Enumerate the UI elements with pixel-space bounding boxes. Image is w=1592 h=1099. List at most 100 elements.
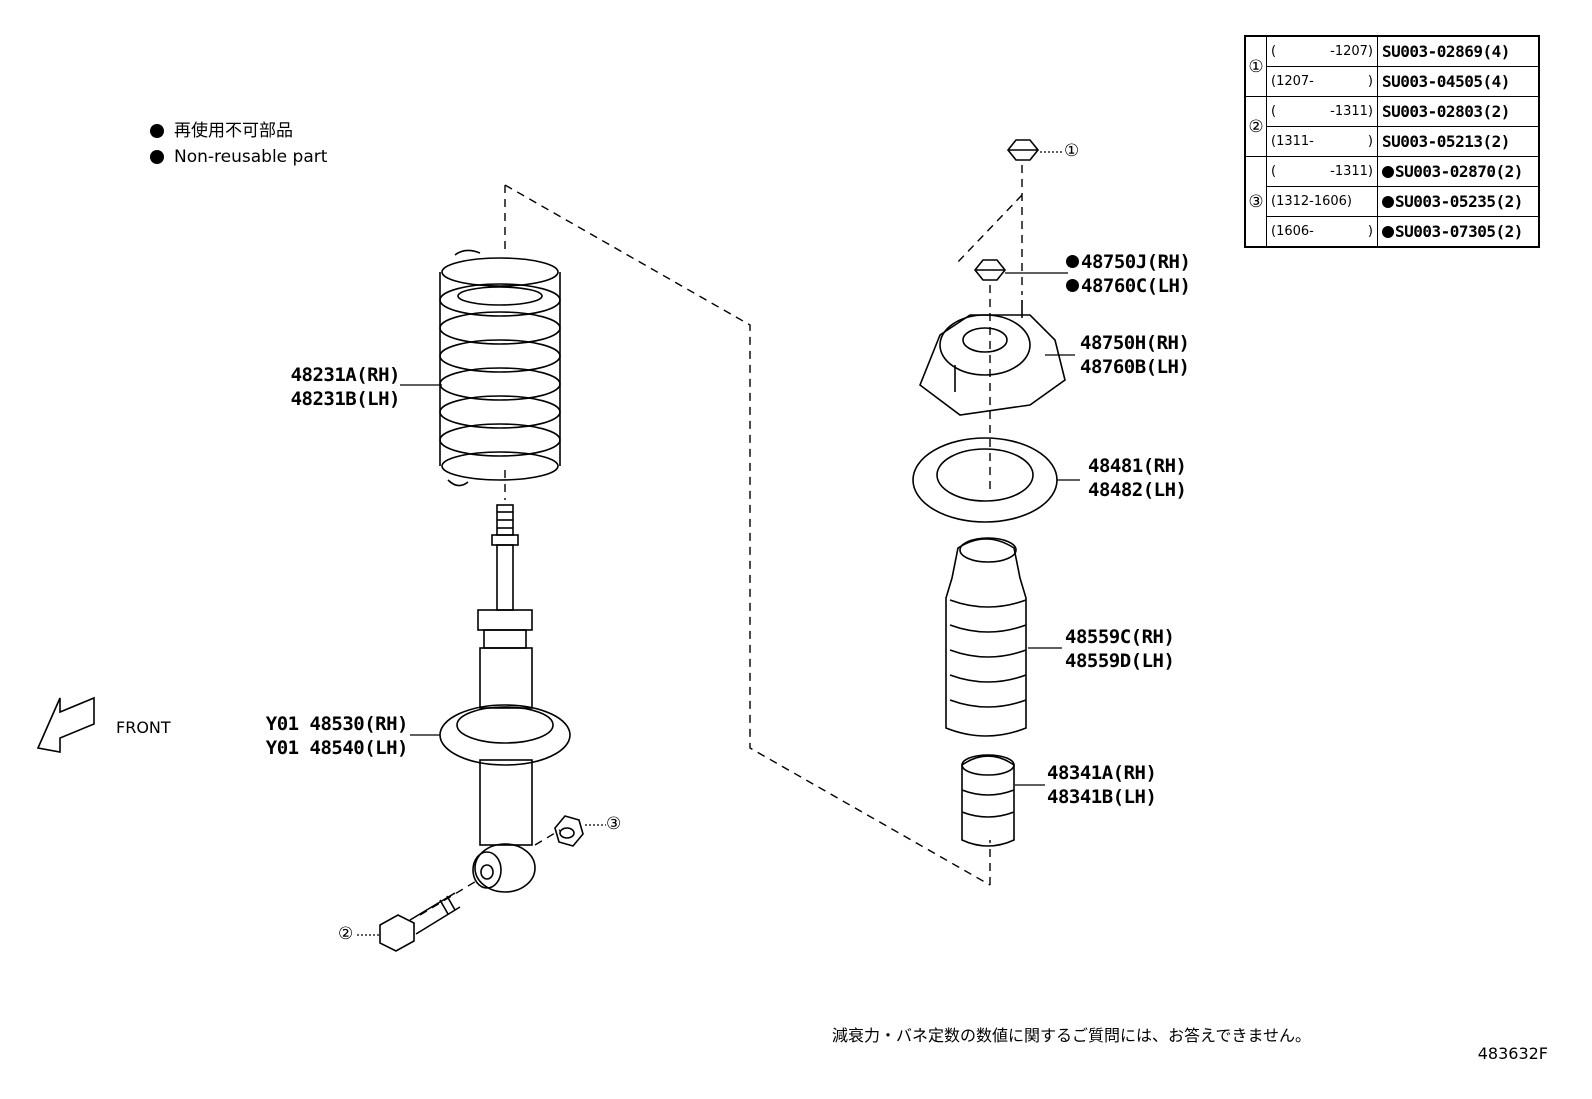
table-row: ① ( -1207) SU003-02869(4) bbox=[1244, 35, 1540, 97]
part-number: 48750H(RH) bbox=[1080, 332, 1190, 354]
part-number: SU003-02870(2) bbox=[1395, 162, 1523, 181]
front-label: FRONT bbox=[116, 718, 171, 737]
non-reusable-bullet-icon bbox=[1066, 255, 1079, 268]
range-end: -1207) bbox=[1330, 44, 1373, 59]
legend-text-en: Non-reusable part bbox=[174, 147, 328, 167]
label-shock-absorber: Y01 48530(RH) Y01 48540(LH) bbox=[252, 712, 409, 760]
table-range-cell: ( -1207) bbox=[1266, 35, 1378, 67]
table-range-cell: (-1311) bbox=[1266, 96, 1378, 127]
range-end: -1311) bbox=[1330, 164, 1373, 179]
non-reusable-bullet-icon bbox=[1066, 279, 1079, 292]
table-row: ③ ( -1311) SU003-02870(2) bbox=[1244, 156, 1540, 248]
range-inner: (1207-) bbox=[1271, 74, 1373, 89]
table-range-cell: ( -1311) bbox=[1266, 156, 1378, 187]
non-reusable-bullet-icon bbox=[1382, 166, 1394, 178]
illustration-id: 483632F bbox=[1477, 1044, 1548, 1063]
part-number: 48559C(RH) bbox=[1065, 626, 1175, 648]
range-start: ( bbox=[1271, 44, 1277, 59]
table-range-cell: (1311-) bbox=[1266, 126, 1378, 157]
label-bumper: 48559C(RH) 48559D(LH) bbox=[1065, 625, 1175, 673]
table-range-cell: (1606-) bbox=[1266, 216, 1378, 248]
range-end: -1311) bbox=[1330, 104, 1373, 119]
bolt-shape bbox=[379, 892, 461, 952]
part-number: Y01 48530(RH) bbox=[265, 713, 409, 735]
callout-2: ② bbox=[338, 924, 354, 944]
bullet-icon bbox=[150, 124, 164, 138]
note-text: 減衰力・バネ定数の数値に関するご質問には、お答えできません。 bbox=[832, 1026, 1312, 1045]
support-mount-shape bbox=[919, 300, 1066, 416]
table-range-cell: (1312-1606) bbox=[1266, 186, 1378, 217]
legend-text-ja: 再使用不可部品 bbox=[174, 121, 293, 141]
bullet-icon bbox=[150, 150, 164, 164]
table-part-cell: SU003-07305(2) bbox=[1377, 216, 1540, 248]
part-number: SU003-07305(2) bbox=[1395, 222, 1523, 241]
range-start: ( bbox=[1271, 164, 1277, 179]
table-part-cell: SU003-02870(2) bbox=[1377, 156, 1540, 187]
table-row: (1312-1606) SU003-05235(2) bbox=[1245, 186, 1540, 217]
part-number: 48231A(RH) bbox=[290, 364, 401, 386]
range-end: ) bbox=[1367, 134, 1373, 149]
top-nut-shape bbox=[1006, 139, 1040, 161]
label-coil-spring: 48231A(RH) 48231B(LH) bbox=[272, 363, 401, 411]
reference-table: ① ( -1207) SU003-02869(4) (1207-) SU003-04505… bbox=[1244, 35, 1540, 248]
nut-small-shape bbox=[554, 815, 584, 847]
table-part-cell: SU003-02869(4) bbox=[1377, 35, 1540, 67]
range-inner: (1311-) bbox=[1271, 134, 1373, 149]
bound-stopper-shape bbox=[961, 754, 1015, 847]
table-row: (1606-) SU003-07305(2) bbox=[1245, 216, 1540, 248]
table-part-cell: SU003-05213(2) bbox=[1377, 126, 1540, 157]
range-inner: ( -1311) bbox=[1271, 164, 1373, 179]
insulator-shape bbox=[912, 437, 1058, 523]
part-number: 48482(LH) bbox=[1088, 479, 1187, 501]
table-part-cell: SU003-02803(2) bbox=[1377, 96, 1540, 127]
range-start: (1207- bbox=[1271, 74, 1314, 89]
part-number: 48760B(LH) bbox=[1080, 356, 1190, 378]
non-reusable-bullet-icon bbox=[1382, 196, 1394, 208]
label-bound-stopper: 48341A(RH) 48341B(LH) bbox=[1047, 761, 1157, 809]
range-end: ) bbox=[1367, 74, 1373, 89]
part-number: 48341A(RH) bbox=[1047, 762, 1157, 784]
assembly-guide-lines bbox=[419, 165, 1023, 916]
table-range-cell: (1207-) bbox=[1266, 66, 1378, 97]
range-start: (1312-1606) bbox=[1271, 194, 1353, 209]
part-number: SU003-04505(4) bbox=[1382, 72, 1510, 91]
table-row: (1311-) SU003-05213(2) bbox=[1245, 126, 1540, 157]
label-support-mount: 48750H(RH) 48760B(LH) bbox=[1080, 331, 1190, 379]
reference-table-body: ① ( -1207) SU003-02869(4) (1207-) SU003-04505… bbox=[1244, 35, 1540, 248]
part-number: SU003-05213(2) bbox=[1382, 132, 1510, 151]
part-number: SU003-02803(2) bbox=[1382, 102, 1510, 121]
front-arrow-icon bbox=[36, 696, 95, 753]
table-key-cell: ③ bbox=[1244, 156, 1267, 248]
table-key-cell: ① bbox=[1244, 35, 1267, 97]
coil-spring-shape bbox=[439, 249, 561, 487]
range-inner: (1606-) bbox=[1271, 224, 1373, 239]
label-support-nut: 48750J(RH) 48760C(LH) bbox=[1066, 250, 1191, 298]
table-part-cell: SU003-05235(2) bbox=[1377, 186, 1540, 217]
part-number: 48750J(RH) bbox=[1081, 251, 1191, 273]
bumper-shape bbox=[945, 537, 1027, 737]
callout-1: ① bbox=[1064, 141, 1080, 161]
table-part-cell: SU003-04505(4) bbox=[1377, 66, 1540, 97]
label-insulator: 48481(RH) 48482(LH) bbox=[1088, 454, 1187, 502]
range-start: (1606- bbox=[1271, 224, 1314, 239]
part-number: SU003-02869(4) bbox=[1382, 42, 1510, 61]
range-inner: (1312-1606) bbox=[1271, 194, 1373, 209]
part-number: 48231B(LH) bbox=[290, 388, 401, 410]
legend: 再使用不可部品 Non-reusable part bbox=[150, 118, 327, 170]
part-number: Y01 48540(LH) bbox=[265, 737, 409, 759]
shock-absorber-shape bbox=[439, 504, 571, 893]
non-reusable-bullet-icon bbox=[1382, 226, 1394, 238]
leader-lines bbox=[357, 151, 1080, 936]
part-number: 48481(RH) bbox=[1088, 455, 1187, 477]
range-start: (1311- bbox=[1271, 134, 1314, 149]
range-end: ) bbox=[1367, 224, 1373, 239]
table-row: (1207-) SU003-04505(4) bbox=[1245, 66, 1540, 97]
range-inner: ( -1207) bbox=[1271, 44, 1373, 59]
support-nut-shape bbox=[973, 259, 1007, 281]
legend-row-en: Non-reusable part bbox=[150, 144, 327, 170]
part-number: SU003-05235(2) bbox=[1395, 192, 1523, 211]
part-number: 48760C(LH) bbox=[1081, 275, 1191, 297]
part-number: 48341B(LH) bbox=[1047, 786, 1157, 808]
